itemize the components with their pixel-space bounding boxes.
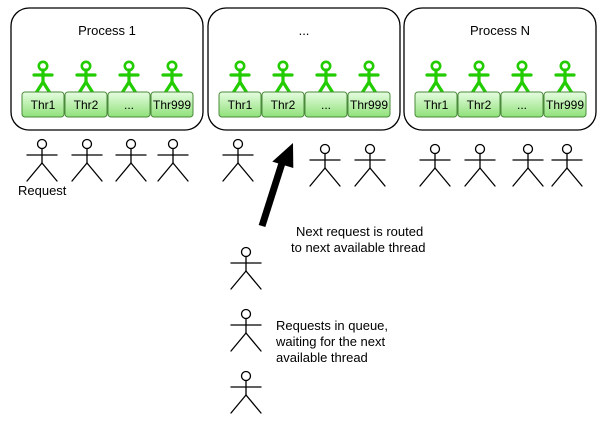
thread-label: Thr999 — [153, 98, 191, 112]
thread-box — [414, 91, 458, 118]
queue-note-line-3: available thread — [276, 350, 368, 365]
thread-box — [21, 91, 65, 118]
request-person-icon — [157, 138, 189, 182]
thread-label: Thr999 — [546, 98, 584, 112]
thread-box — [107, 91, 151, 118]
queue-note: Requests in queue, waiting for the next … — [275, 318, 392, 365]
request-person-icon — [551, 143, 583, 187]
thread-figure-icon — [315, 60, 337, 95]
request-person-icon — [309, 143, 341, 187]
thread-slot: Thr2 — [64, 60, 108, 118]
process-box-1: Process 1 Thr1 Thr2... Thr999 — [10, 7, 204, 131]
request-person-icon — [115, 138, 147, 182]
thread-slot: Thr2 — [457, 60, 501, 118]
queue-note-line-2: waiting for the next — [275, 334, 386, 349]
process-box-3: Process N Thr1 Thr2... Thr999 — [403, 7, 597, 131]
thread-slot: ... — [107, 60, 151, 118]
thread-box — [261, 91, 305, 118]
thread-box — [347, 91, 391, 118]
request-label: Request — [18, 183, 67, 198]
routing-note-line-1: Next request is routed — [296, 224, 423, 239]
thread-label: ... — [517, 98, 527, 112]
request-person-icon — [512, 143, 544, 187]
thread-figure-icon — [118, 60, 140, 95]
people-layer — [26, 138, 583, 414]
thread-box — [304, 91, 348, 118]
thread-figure-icon — [468, 60, 490, 95]
thread-figure-icon — [32, 60, 54, 95]
thread-box — [218, 91, 262, 118]
thread-slot: Thr999 — [543, 60, 587, 118]
thread-label: Thr1 — [228, 98, 253, 112]
process-layer: Process 1 Thr1 Thr2... Thr999... Thr1 Thr2...… — [10, 7, 597, 131]
request-person-icon — [464, 143, 496, 187]
thread-figure-icon — [358, 60, 380, 95]
thread-slot: ... — [304, 60, 348, 118]
thread-label: ... — [321, 98, 331, 112]
process-title: ... — [299, 23, 310, 38]
routing-note-line-2: to next available thread — [291, 240, 425, 255]
thread-box — [500, 91, 544, 118]
queue-note-line-1: Requests in queue, — [276, 318, 388, 333]
thread-slot: Thr999 — [150, 60, 194, 118]
thread-box — [150, 91, 194, 118]
queued-request-person-icon — [230, 308, 262, 352]
queued-request-person-icon — [230, 370, 262, 414]
thread-label: ... — [124, 98, 134, 112]
queued-request-person-icon — [230, 246, 262, 290]
thread-slot: Thr1 — [218, 60, 262, 118]
thread-figure-icon — [511, 60, 533, 95]
thread-box — [543, 91, 587, 118]
thread-figure-icon — [425, 60, 447, 95]
thread-box — [457, 91, 501, 118]
thread-slot: ... — [500, 60, 544, 118]
thread-figure-icon — [229, 60, 251, 95]
request-person-icon — [419, 143, 451, 187]
thread-figure-icon — [554, 60, 576, 95]
thread-label: Thr2 — [271, 98, 296, 112]
thread-figure-icon — [272, 60, 294, 95]
request-person-icon — [222, 138, 254, 182]
thread-figure-icon — [75, 60, 97, 95]
request-person-icon — [26, 138, 58, 182]
request-person-icon — [71, 138, 103, 182]
thread-label: Thr1 — [424, 98, 449, 112]
process-box-2: ... Thr1 Thr2... Thr999 — [207, 7, 401, 131]
thread-box — [64, 91, 108, 118]
thread-slot: Thr1 — [414, 60, 458, 118]
thread-label: Thr999 — [350, 98, 388, 112]
thread-figure-icon — [161, 60, 183, 95]
thread-label: Thr1 — [31, 98, 56, 112]
request-person-icon — [354, 143, 386, 187]
routing-note: Next request is routed to next available… — [291, 224, 427, 255]
thread-label: Thr2 — [467, 98, 492, 112]
thread-slot: Thr1 — [21, 60, 65, 118]
routing-arrow — [258, 143, 294, 228]
thread-label: Thr2 — [74, 98, 99, 112]
process-title: Process 1 — [78, 23, 136, 38]
process-title: Process N — [470, 23, 530, 38]
thread-slot: Thr2 — [261, 60, 305, 118]
thread-slot: Thr999 — [347, 60, 391, 118]
